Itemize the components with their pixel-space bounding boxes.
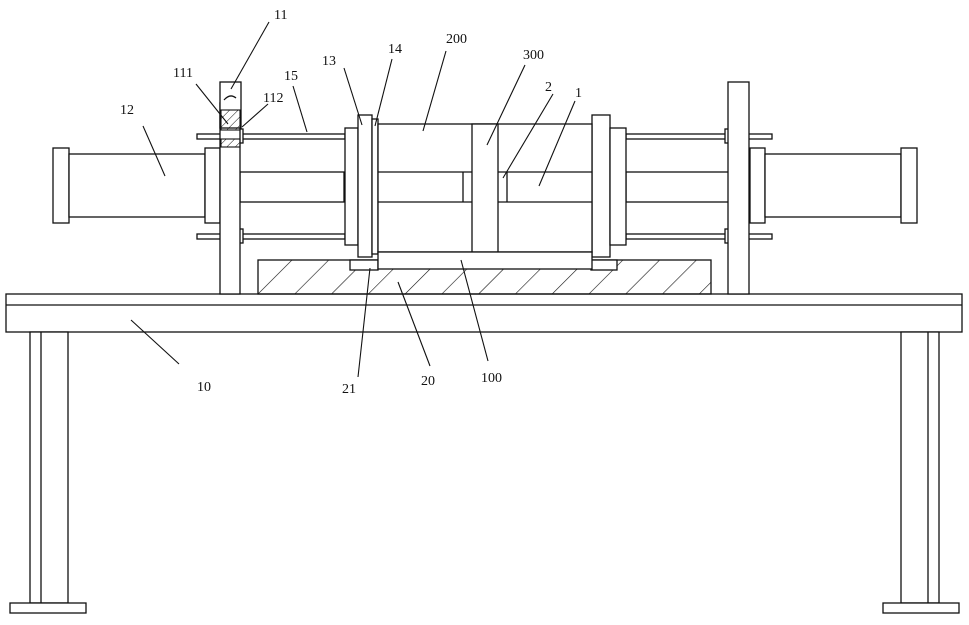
push-rod-right: [626, 172, 730, 202]
label-20: 20: [421, 374, 435, 389]
table-10: [6, 294, 962, 613]
left-cylinder-12: [53, 148, 220, 223]
leader-112: [242, 104, 268, 127]
label-300: 300: [523, 48, 544, 63]
right-support-post: [728, 82, 749, 294]
leader-200: [423, 51, 446, 131]
upper-rod-left: [197, 134, 345, 139]
leader-11: [231, 22, 269, 89]
workpiece: [378, 124, 592, 269]
label-11: 11: [274, 8, 287, 23]
label-200: 200: [446, 32, 467, 47]
leader-15: [293, 86, 307, 132]
label-13: 13: [322, 54, 336, 69]
label-15: 15: [284, 69, 298, 84]
label-2: 2: [545, 80, 552, 95]
label-21: 21: [342, 382, 356, 397]
label-1: 1: [575, 86, 582, 101]
left-plate-13: [345, 115, 378, 257]
label-14: 14: [388, 42, 402, 57]
right-cylinder: [750, 148, 917, 223]
table-top: [6, 294, 962, 332]
middle-plate-300: [472, 124, 498, 252]
right-plate: [592, 115, 626, 257]
table-leg-right: [883, 332, 959, 613]
label-112: 112: [263, 91, 283, 106]
lower-rod-left: [197, 234, 345, 239]
label-10: 10: [197, 380, 211, 395]
lower-rod-right: [626, 234, 772, 239]
upper-rod-right: [626, 134, 772, 139]
push-rod-left: [240, 172, 344, 202]
leader-14: [375, 59, 392, 126]
leader-13: [344, 68, 362, 125]
bottom-plate-100: [378, 252, 592, 269]
table-leg-left: [10, 332, 86, 613]
label-111: 111: [173, 66, 193, 81]
label-12: 12: [120, 103, 134, 118]
label-100: 100: [481, 371, 502, 386]
left-support-post: [220, 103, 240, 294]
